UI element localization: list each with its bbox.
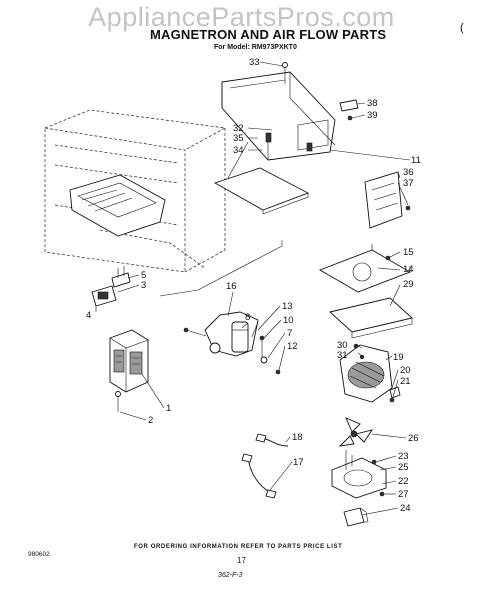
callout-33: 33 [249,57,260,68]
diode [259,335,281,375]
callout-23: 23 [398,451,409,462]
capacitor-assembly [183,311,259,357]
bracket-38 [339,99,359,121]
callout-5: 5 [141,270,146,281]
watermark: AppliancePartsPros.com [88,2,395,32]
callout-29: 29 [403,279,414,290]
callout-17: 17 [293,457,304,468]
fan-blade [338,417,374,447]
motor-mounts [389,386,401,403]
callout-36: 36 [403,167,414,178]
waveguide-cover [69,174,166,237]
callout-21: 21 [400,376,411,387]
transformer [109,329,149,393]
screw-33 [282,62,288,84]
timer-motor [343,507,369,527]
page-number: 17 [237,556,246,565]
model-line: For Model: RM973PXKT0 [214,44,297,51]
fan-motor [339,343,393,403]
air-guide-plate [213,167,310,215]
vent-plate [364,171,411,229]
callout-14: 14 [403,264,414,275]
callout-35: 35 [233,133,244,144]
callout-15: 15 [403,247,414,258]
callout-2: 2 [148,415,153,426]
leader-lines [95,61,411,516]
callout-19: 19 [393,352,404,363]
callout-22: 22 [398,476,409,487]
handwritten-code: 362-F-3 [218,572,243,579]
callout-20: 20 [400,365,411,376]
callout-10: 10 [283,315,294,326]
motor-bracket [331,450,387,499]
callout-13: 13 [282,301,293,312]
callout-34: 34 [233,145,244,156]
callout-24: 24 [400,503,411,514]
callout-26: 26 [408,433,419,444]
fan-mount-plate [318,244,412,293]
callout-3: 3 [141,280,146,291]
callout-37: 37 [403,178,414,189]
callout-7: 7 [287,328,292,339]
callout-30: 30 [337,340,348,351]
ordering-note: FOR ORDERING INFORMATION REFER TO PARTS … [134,544,343,550]
wire-harness [241,433,289,499]
callout-25: 25 [398,462,409,473]
thermal-cutout [91,266,131,307]
callout-12: 12 [287,341,298,352]
callout-8: 8 [245,312,250,323]
callout-31: 31 [337,350,348,361]
fan-shroud [329,297,413,339]
callout-11: 11 [411,155,421,166]
document-code: 980602 [28,551,50,558]
callout-38: 38 [367,98,378,109]
callout-labels: 33 32 35 34 38 39 11 36 37 15 14 29 30 3… [86,57,421,514]
callout-27: 27 [398,489,409,500]
callout-4: 4 [86,310,91,321]
corner-mark: ( [460,22,464,34]
callout-39: 39 [367,110,378,121]
callout-16: 16 [226,281,237,292]
screw-2 [115,391,121,412]
callout-32: 32 [233,123,244,134]
callout-18: 18 [292,432,303,443]
page-title: MAGNETRON AND AIR FLOW PARTS [150,27,387,42]
callout-1: 1 [166,403,171,414]
